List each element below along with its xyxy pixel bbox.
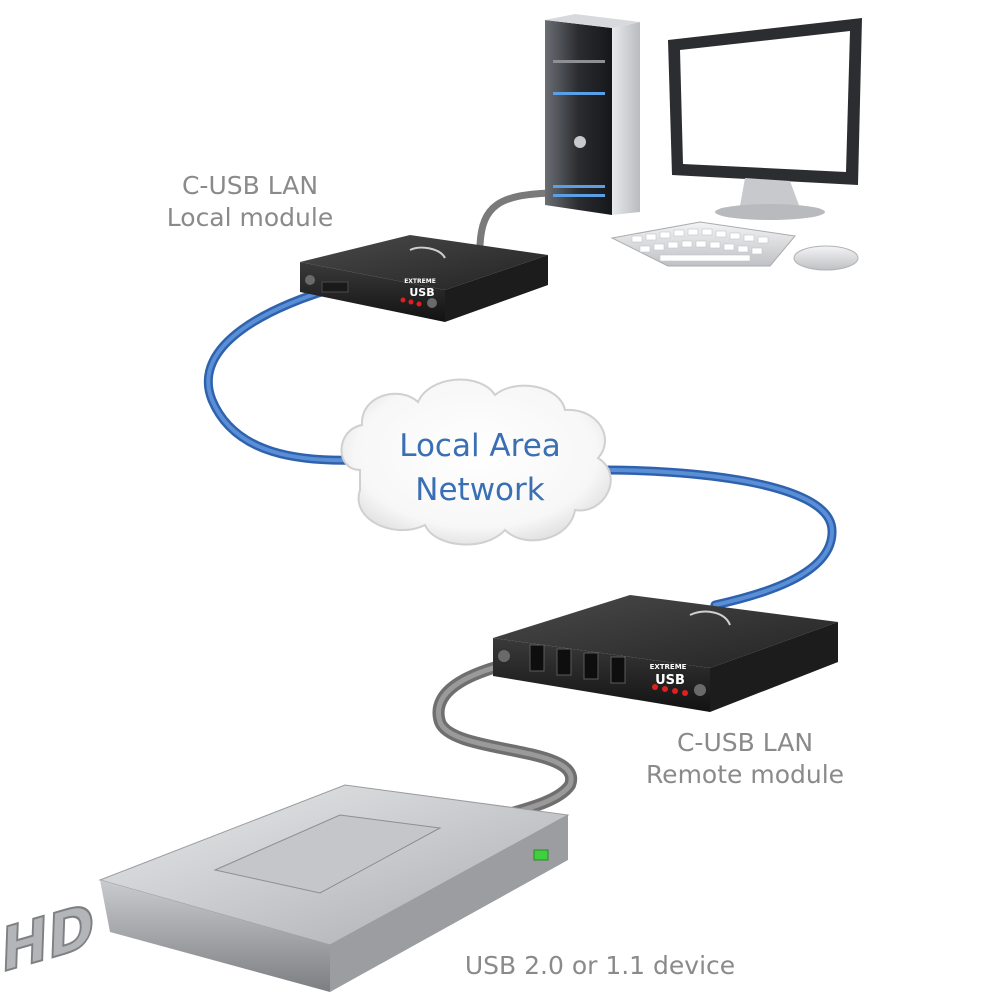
lan-label-line1: Local Area bbox=[399, 428, 561, 464]
local-module-label-line2: Local module bbox=[166, 203, 334, 232]
local-module-brand-top: EXTREME bbox=[404, 278, 436, 285]
remote-module-icon bbox=[493, 595, 838, 712]
cable-remote-to-device bbox=[432, 652, 578, 821]
local-module-icon bbox=[300, 235, 548, 322]
cable-computer-to-local bbox=[476, 189, 554, 249]
desktop-tower-icon bbox=[545, 14, 640, 215]
hard-drive-hd-text: HD bbox=[0, 890, 95, 987]
remote-module-brand-top: EXTREME bbox=[650, 663, 687, 671]
device-label: USB 2.0 or 1.1 device bbox=[455, 950, 745, 982]
local-module-brand: EXTREME USB bbox=[404, 278, 436, 299]
lan-label-line2: Network bbox=[415, 472, 545, 508]
local-module-brand-usb: USB bbox=[409, 286, 434, 299]
device-label-text: USB 2.0 or 1.1 device bbox=[464, 951, 736, 980]
remote-module-label: C-USB LAN Remote module bbox=[630, 727, 860, 791]
cloud-icon bbox=[340, 378, 612, 546]
hard-drive-logo: HD bbox=[0, 889, 97, 988]
local-module-label-line1: C-USB LAN bbox=[181, 171, 319, 200]
lan-label: Local Area Network bbox=[380, 424, 580, 512]
monitor-icon bbox=[668, 18, 862, 220]
hard-drive-icon bbox=[98, 784, 570, 992]
remote-module-label-line1: C-USB LAN bbox=[676, 728, 814, 757]
mouse-icon bbox=[793, 245, 859, 271]
remote-module-brand: EXTREME USB bbox=[650, 663, 687, 688]
keyboard-icon bbox=[610, 221, 796, 267]
remote-module-label-line2: Remote module bbox=[645, 760, 845, 789]
remote-module-brand-usb: USB bbox=[655, 673, 685, 688]
cable-lan-to-remote bbox=[600, 465, 837, 610]
local-module-label: C-USB LAN Local module bbox=[150, 170, 350, 234]
cable-local-to-lan bbox=[203, 280, 365, 465]
